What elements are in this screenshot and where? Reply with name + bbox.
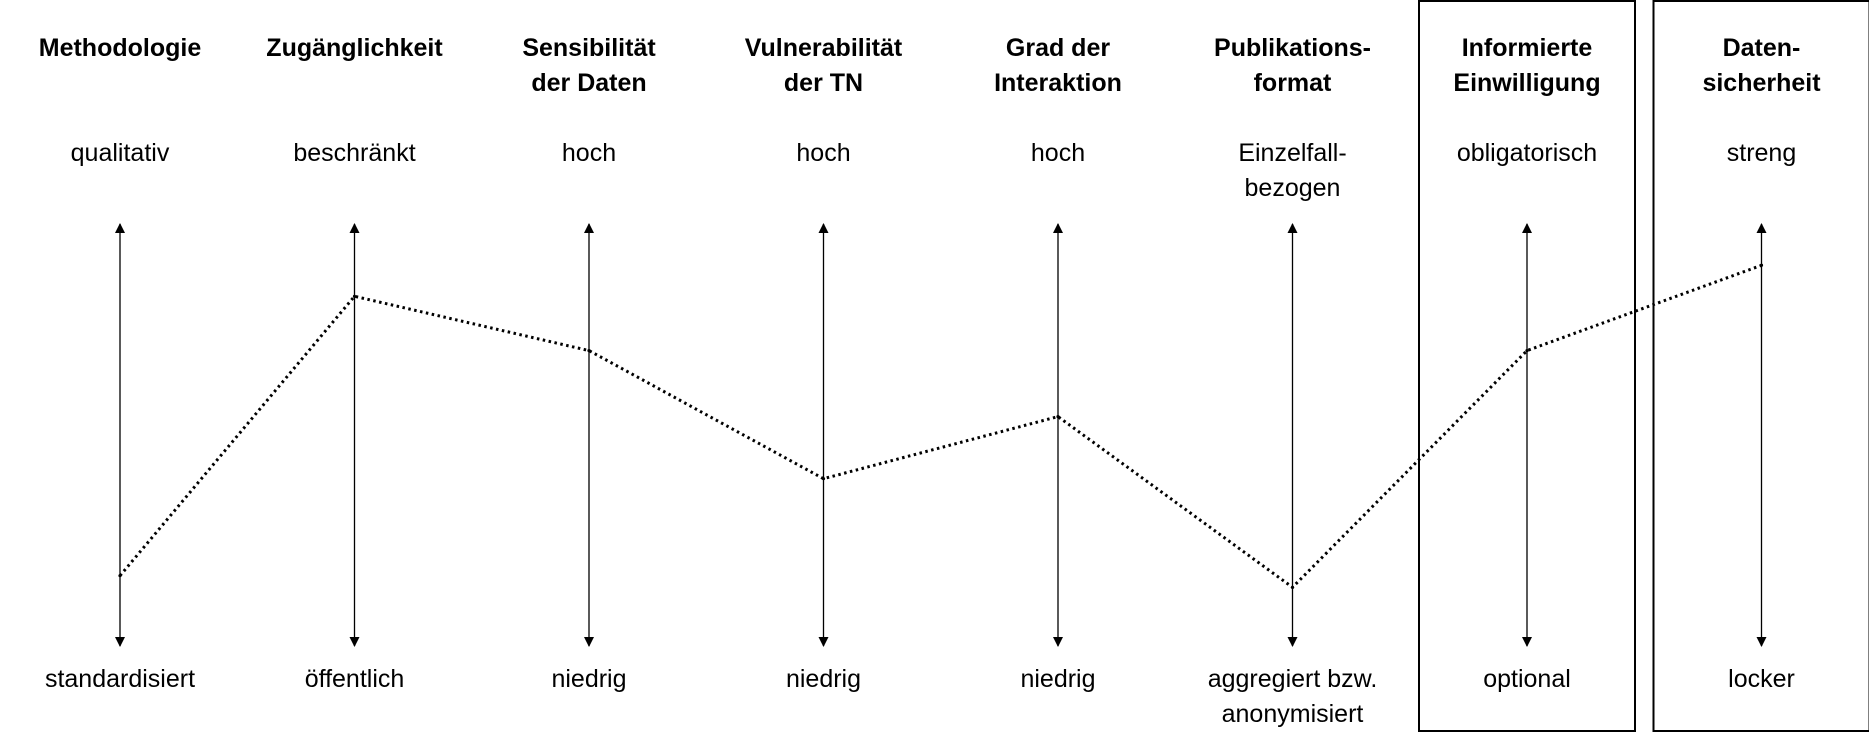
profile-points <box>118 263 1764 589</box>
profile-point <box>1759 263 1764 267</box>
pole-label-bottom-line: niedrig <box>1020 665 1095 693</box>
dimension-header: Daten-sicherheit <box>1702 34 1821 97</box>
pole-label-top: hoch <box>562 139 616 167</box>
dimension-header-line: Daten- <box>1723 34 1801 62</box>
profile-point <box>1290 585 1295 589</box>
pole-label-bottom-line: anonymisiert <box>1222 700 1364 728</box>
pole-label-top-line: beschränkt <box>293 139 415 167</box>
pole-label-bottom-line: niedrig <box>551 665 626 693</box>
pole-label-bottom-line: niedrig <box>786 665 861 693</box>
dimension-header: Zugänglichkeit <box>266 34 443 62</box>
dimension-labels: Methodologie qualitativ standardisiert Zugä… <box>39 34 1821 728</box>
dimension-header-line: Einwilligung <box>1453 69 1600 97</box>
pole-label-bottom-line: optional <box>1483 665 1571 693</box>
profile-point <box>587 349 591 353</box>
dimension-header-line: sicherheit <box>1702 69 1821 97</box>
highlight-box <box>1418 0 1636 732</box>
pole-label-top: Einzelfall-bezogen <box>1238 139 1346 202</box>
pole-label-top-line: hoch <box>796 139 850 167</box>
dimension-axes <box>115 223 1767 647</box>
profile-point <box>1525 349 1529 353</box>
profile-point <box>1056 415 1060 419</box>
dimension-header-line: Publikations- <box>1214 34 1371 62</box>
dimension-header-line: Vulnerabilität <box>745 34 903 62</box>
pole-label-top-line: hoch <box>562 139 616 167</box>
dimension-header-line: Grad der <box>1006 34 1110 62</box>
dimension-header: Vulnerabilität der TN <box>745 34 903 97</box>
dimension-header-line: der TN <box>784 69 863 97</box>
pole-label-bottom: standardisiert <box>45 665 195 693</box>
profile-line <box>118 263 1763 589</box>
pole-label-bottom: niedrig <box>1020 665 1095 693</box>
profile-point <box>118 574 122 578</box>
pole-label-top-line: streng <box>1727 139 1796 167</box>
highlight-box <box>1652 0 1869 732</box>
pole-label-top-line: Einzelfall- <box>1238 139 1346 167</box>
pole-label-bottom-line: aggregiert bzw. <box>1208 665 1378 693</box>
pole-label-top-line: obligatorisch <box>1457 139 1597 167</box>
pole-label-bottom: öffentlich <box>305 665 405 693</box>
dimension-header: Sensibilität der Daten <box>522 34 656 97</box>
pole-label-bottom-line: standardisiert <box>45 665 195 693</box>
pole-label-top: beschränkt <box>293 139 415 167</box>
pole-label-top: streng <box>1727 139 1796 167</box>
dimension-header-line: Zugänglichkeit <box>266 34 443 62</box>
pole-label-bottom: aggregiert bzw. anonymisiert <box>1208 665 1378 728</box>
dimension-header-line: format <box>1254 69 1332 97</box>
pole-label-top-line: hoch <box>1031 139 1085 167</box>
dimension-header-line: Interaktion <box>994 69 1122 97</box>
dimension-header-line: der Daten <box>531 69 646 97</box>
highlight-boxes <box>1418 0 1869 732</box>
dimension-header: Publikations-format <box>1214 34 1371 97</box>
pole-label-top: hoch <box>1031 139 1085 167</box>
dimension-header-line: Methodologie <box>39 34 202 62</box>
pole-label-top: hoch <box>796 139 850 167</box>
dimension-header-line: Sensibilität <box>522 34 656 62</box>
dimension-header: Methodologie <box>39 34 202 62</box>
pole-label-top: qualitativ <box>71 139 170 167</box>
dimension-header-line: Informierte <box>1462 34 1593 62</box>
pole-label-bottom-line: locker <box>1728 665 1795 693</box>
pole-label-bottom-line: öffentlich <box>305 665 405 693</box>
pole-label-top-line: bezogen <box>1245 174 1341 202</box>
pole-label-top: obligatorisch <box>1457 139 1597 167</box>
pole-label-bottom: optional <box>1483 665 1571 693</box>
profile-point <box>352 294 357 298</box>
pole-label-bottom: niedrig <box>786 665 861 693</box>
pole-label-bottom: niedrig <box>551 665 626 693</box>
profile-point <box>821 477 826 481</box>
pole-label-top-line: qualitativ <box>71 139 170 167</box>
pole-label-bottom: locker <box>1728 665 1795 693</box>
